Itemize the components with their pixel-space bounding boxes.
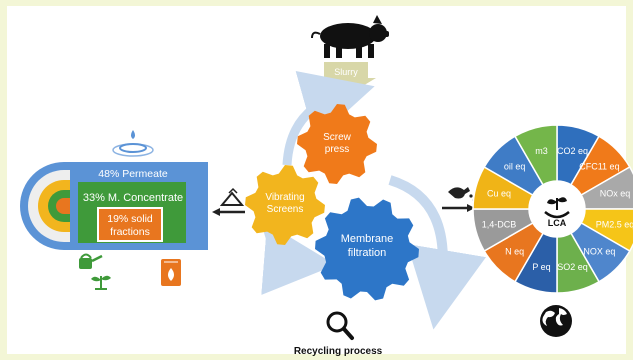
vibrating-label-line2: Screens bbox=[267, 204, 304, 215]
seedling-icon bbox=[91, 275, 111, 290]
lca-segment-label: oil eq bbox=[504, 162, 526, 172]
solid-label-line1: 19% solid bbox=[107, 213, 153, 225]
recycling-caption: Recycling process bbox=[294, 346, 383, 357]
membrane-label-line2: filtration bbox=[348, 247, 387, 259]
pig-icon bbox=[311, 15, 389, 58]
lca-label: LCA bbox=[548, 218, 567, 228]
vibrating-screens-gear: Vibrating Screens bbox=[245, 165, 325, 245]
slurry-label: Slurry bbox=[334, 67, 358, 77]
flow-arrow-screens-to-screw bbox=[282, 71, 375, 166]
lca-segment-label: Cu eq bbox=[487, 189, 511, 199]
fertilizer-bag-icon bbox=[161, 259, 181, 286]
lca-segment-label: CFC11 eq bbox=[579, 162, 619, 172]
arrow-to-tank bbox=[212, 208, 245, 216]
magnifier-icon bbox=[326, 311, 354, 340]
solid-label-line2: fractions bbox=[110, 226, 150, 238]
lca-segment-label: P eq bbox=[532, 262, 550, 272]
water-drop-icon bbox=[112, 130, 154, 157]
lca-segment-label: CO2 eq bbox=[557, 146, 588, 156]
lca-segment-label: PM2.5 eq bbox=[596, 220, 633, 230]
screw-press-gear: Screw press bbox=[297, 104, 377, 184]
lca-segment-label: NOX eq bbox=[583, 246, 615, 256]
screw-label-line2: press bbox=[325, 144, 349, 155]
lca-segment-label: NOx eq bbox=[600, 189, 631, 199]
earth-icon bbox=[540, 305, 572, 337]
lca-wheel: CO2 eq CFC11 eq NOx eq PM2.5 eq NOX eq SO2 eq… bbox=[472, 124, 633, 294]
membrane-filtration-gear: Membrane filtration bbox=[315, 197, 419, 301]
watering-can-icon bbox=[79, 253, 103, 269]
plant-hand-icon bbox=[544, 197, 570, 219]
membrane-label-line1: Membrane bbox=[341, 233, 394, 245]
hand-pour-icon bbox=[448, 187, 476, 202]
screw-label-line1: Screw bbox=[323, 132, 352, 143]
arrow-to-lca bbox=[442, 204, 475, 212]
lca-segment-label: 1,4-DCB bbox=[482, 220, 517, 230]
permeate-label: 48% Permeate bbox=[98, 168, 168, 180]
flow-arrow-membrane-loop bbox=[388, 175, 487, 330]
lca-segment-label: m3 bbox=[535, 146, 548, 156]
slurry-arrow: Slurry bbox=[316, 62, 376, 96]
recycle-icon bbox=[219, 187, 245, 206]
flow-arrow-screens-down bbox=[261, 223, 336, 295]
lca-segment-label: SO2 eq bbox=[557, 262, 588, 272]
vibrating-label-line1: Vibrating bbox=[265, 192, 304, 203]
concentrate-label: 33% M. Concentrate bbox=[83, 192, 183, 204]
lca-segment-label: N eq bbox=[505, 246, 524, 256]
storage-tank: 48% Permeate 33% M. Concentrate 19% soli… bbox=[20, 162, 208, 250]
